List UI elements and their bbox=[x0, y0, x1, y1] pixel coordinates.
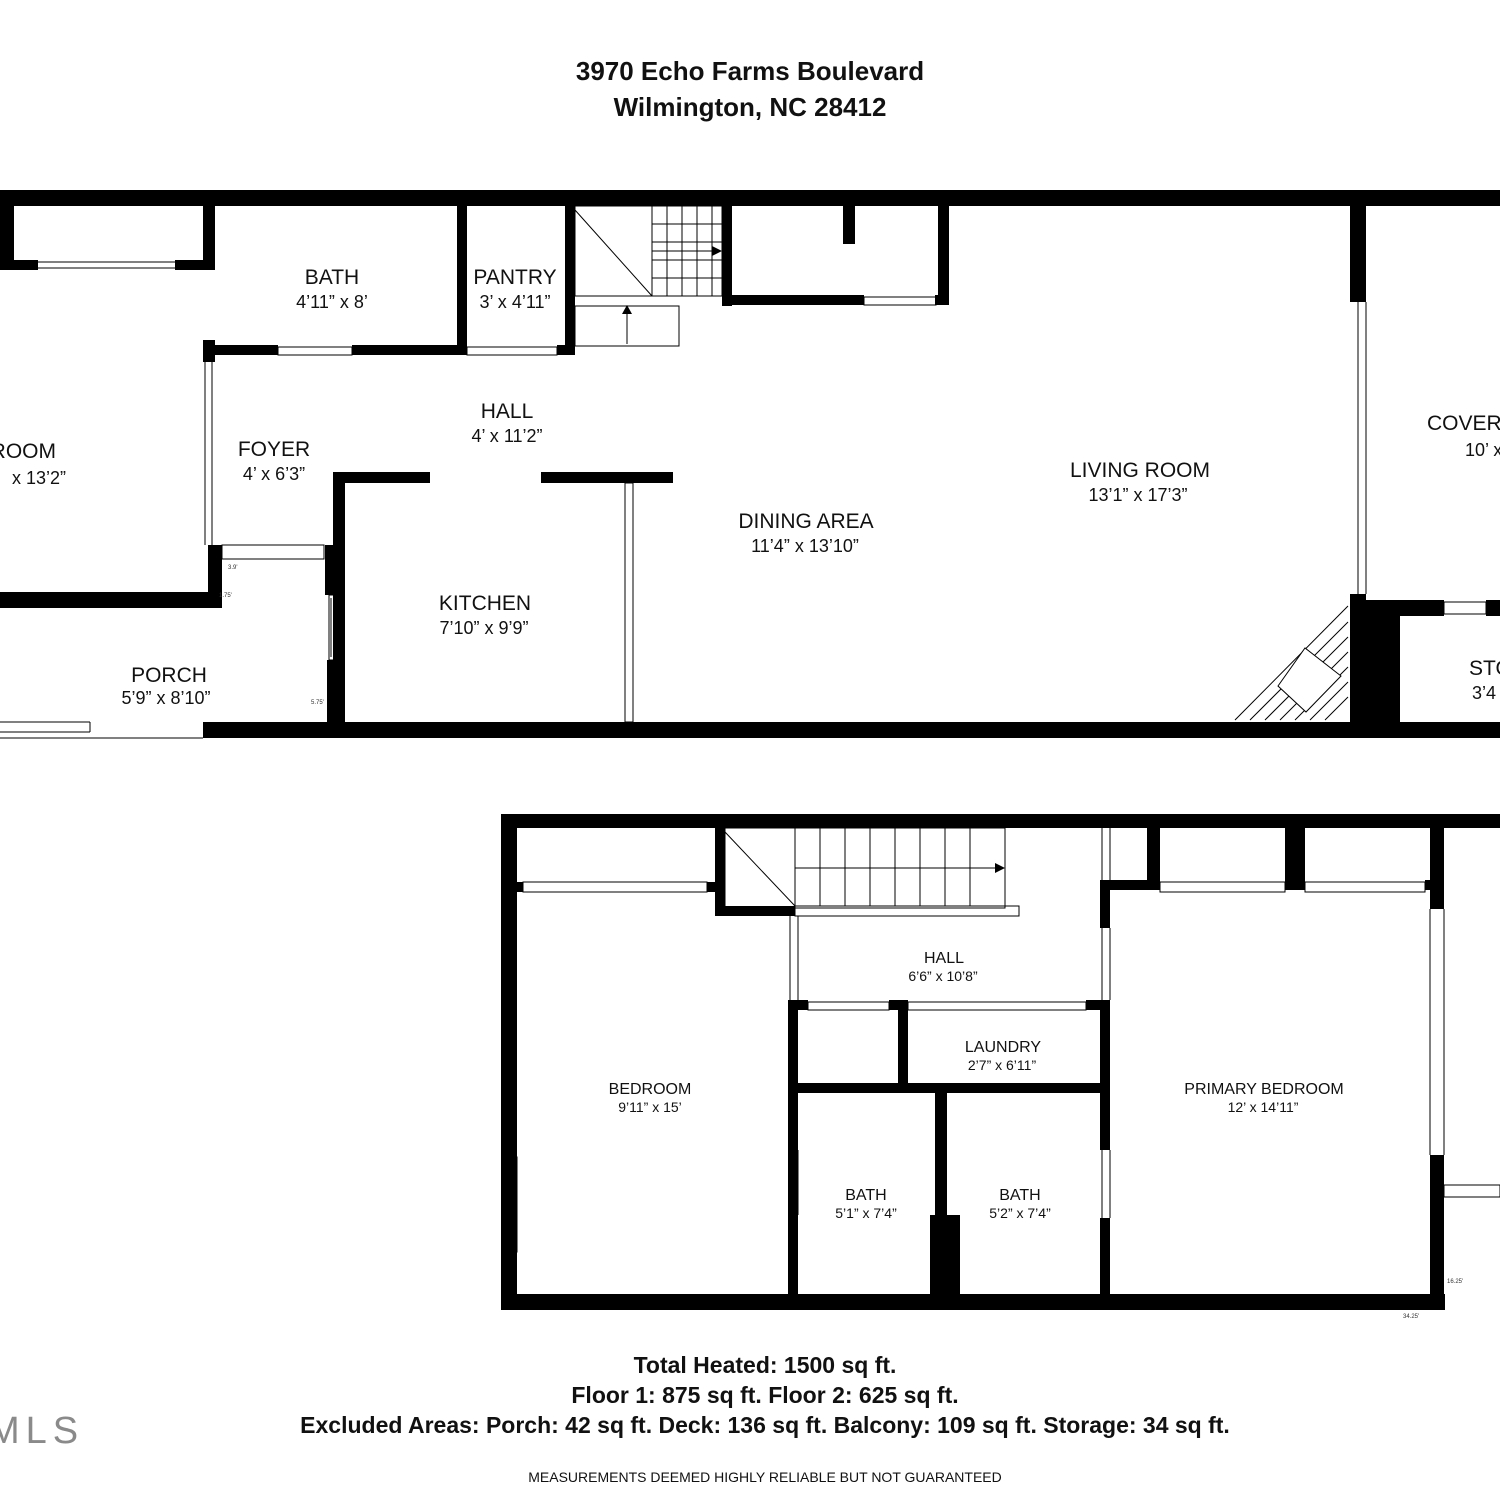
measure-mark: 34.25' bbox=[1403, 1314, 1419, 1320]
measure-mark: 5.75' bbox=[311, 700, 324, 706]
dining-area-dims: 11’4” x 13’10” bbox=[751, 536, 859, 556]
hall-dims: 4’ x 11’2” bbox=[471, 426, 542, 446]
covered-dims: 10’ x bbox=[1465, 440, 1500, 460]
foyer-dims: 4’ x 6’3” bbox=[243, 464, 305, 484]
bath-a-dims: 5’1” x 7’4” bbox=[835, 1205, 897, 1221]
floor1-fixtures bbox=[0, 205, 1487, 739]
storage-dims: 3’4 bbox=[1472, 683, 1496, 703]
foyer-label: FOYER bbox=[238, 438, 310, 461]
measure-mark: 1.75' bbox=[219, 593, 232, 599]
living-room-dims: 13’1” x 17’3” bbox=[1088, 485, 1187, 505]
laundry-dims: 2’7” x 6’11” bbox=[968, 1057, 1037, 1073]
total-heated: Total Heated: 1500 sq ft. bbox=[633, 1352, 897, 1378]
hall2-label: HALL bbox=[924, 950, 964, 967]
storage-label: STO bbox=[1469, 657, 1500, 680]
bath-label: BATH bbox=[305, 266, 359, 289]
covered-label: COVER bbox=[1427, 412, 1500, 435]
bath-a-label: BATH bbox=[845, 1187, 886, 1204]
floor1-walls bbox=[0, 190, 1500, 738]
pantry-label: PANTRY bbox=[473, 266, 556, 289]
bath-b-label: BATH bbox=[999, 1187, 1040, 1204]
primary-bedroom-label: PRIMARY BEDROOM bbox=[1184, 1081, 1343, 1098]
floor2-fixtures bbox=[502, 827, 1500, 1253]
excluded-areas: Excluded Areas: Porch: 42 sq ft. Deck: 1… bbox=[300, 1412, 1230, 1438]
hall2-dims: 6’6” x 10’8” bbox=[908, 968, 978, 984]
bath-b-dims: 5’2” x 7’4” bbox=[989, 1205, 1051, 1221]
floor2-labels: HALL 6’6” x 10’8” LAUNDRY 2’7” x 6’11” B… bbox=[609, 950, 1464, 1320]
primary-bedroom-dims: 12’ x 14’11” bbox=[1228, 1099, 1299, 1115]
left-room-label: ROOM bbox=[0, 440, 56, 463]
porch-label: PORCH bbox=[131, 664, 207, 687]
hall-label: HALL bbox=[481, 400, 534, 423]
porch-dims: 5’9” x 8’10” bbox=[121, 688, 210, 708]
kitchen-dims: 7’10” x 9’9” bbox=[439, 618, 528, 638]
address-line-2: Wilmington, NC 28412 bbox=[613, 92, 887, 122]
mls-watermark: MLS bbox=[0, 1410, 85, 1452]
bedroom-dims: 9’11” x 15’ bbox=[618, 1099, 682, 1115]
laundry-label: LAUNDRY bbox=[965, 1039, 1042, 1056]
measure-mark: 16.25' bbox=[1447, 1279, 1463, 1285]
floor1-arrows bbox=[622, 246, 722, 314]
bath-dims: 4’11” x 8’ bbox=[296, 292, 368, 312]
living-room-label: LIVING ROOM bbox=[1070, 459, 1210, 482]
floor-areas: Floor 1: 875 sq ft. Floor 2: 625 sq ft. bbox=[571, 1382, 959, 1408]
pantry-dims: 3’ x 4’11” bbox=[479, 292, 550, 312]
floor2-stair-arrow bbox=[995, 863, 1005, 873]
dining-area-label: DINING AREA bbox=[738, 510, 873, 533]
bedroom-label: BEDROOM bbox=[609, 1081, 692, 1098]
measure-mark: 3.9' bbox=[228, 565, 238, 571]
floor1-labels: BATH 4’11” x 8’ PANTRY 3’ x 4’11” HALL 4… bbox=[0, 266, 1500, 708]
address-line-1: 3970 Echo Farms Boulevard bbox=[575, 56, 925, 86]
disclaimer: MEASUREMENTS DEEMED HIGHLY RELIABLE BUT … bbox=[528, 1469, 1002, 1485]
kitchen-label: KITCHEN bbox=[439, 592, 531, 615]
left-room-dims: x 13’2” bbox=[12, 468, 66, 488]
